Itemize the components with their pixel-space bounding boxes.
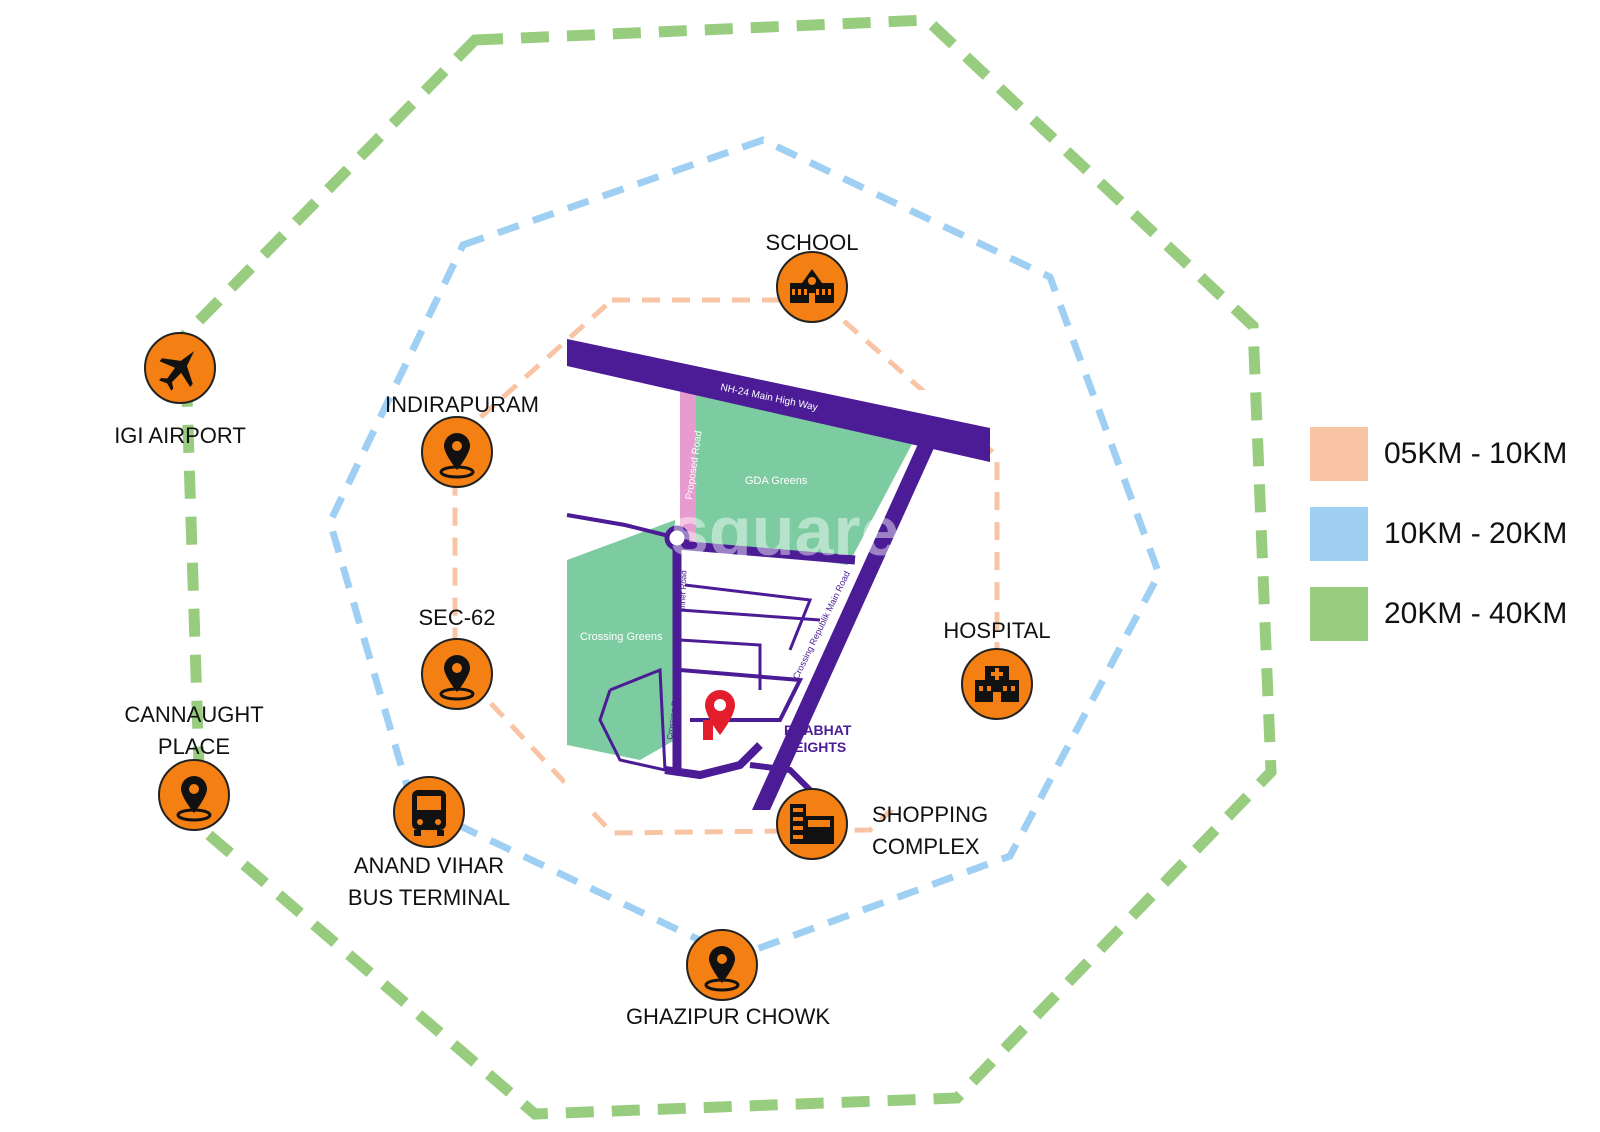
- main-road: [752, 444, 934, 810]
- hospital-icon: [975, 666, 1019, 702]
- legend-item-05-10km: 05KM - 10KM: [1310, 425, 1600, 483]
- connector-road: [664, 742, 763, 780]
- place-label: CANNAUGHT: [124, 702, 263, 727]
- watermark: square: [670, 492, 900, 570]
- place-label: INDIRAPURAM: [385, 392, 539, 417]
- roundabout: [664, 525, 690, 551]
- crossing-greens-label: Crossing Greens: [580, 631, 663, 643]
- place-label: SEC-62: [418, 605, 495, 630]
- place-marker: SHOPPING COMPLEX: [776, 788, 988, 860]
- place-label: IGI AIRPORT: [114, 423, 246, 448]
- location-pin-icon: [439, 655, 475, 701]
- place-marker: GHAZIPUR CHOWK: [626, 929, 830, 1029]
- place-label: GHAZIPUR CHOWK: [626, 1004, 830, 1029]
- place-marker: IGI AIRPORT: [114, 332, 246, 448]
- cross-road: [676, 540, 856, 565]
- proposed-road: [680, 392, 696, 542]
- local-street: [679, 668, 804, 722]
- local-street: [679, 638, 762, 690]
- place-label: SHOPPING: [872, 802, 988, 827]
- place-label: BUS TERMINAL: [348, 885, 510, 910]
- local-street: [679, 608, 821, 622]
- inner-road-label: Inner Road: [678, 570, 688, 610]
- ring-05-10km: [452, 297, 1000, 836]
- legend-label: 05KM - 10KM: [1384, 437, 1568, 470]
- airplane-icon: [159, 351, 195, 391]
- legend-item-20-40km: 20KM - 40KM: [1310, 585, 1600, 643]
- legend-item-10-20km: 10KM - 20KM: [1310, 505, 1600, 563]
- project-name-line1: PRABHAT: [784, 722, 852, 738]
- ring-10-20km: [326, 136, 1163, 961]
- place-label: SCHOOL: [766, 230, 859, 255]
- project-location-pin: [703, 690, 735, 740]
- ring-20-40km: [179, 14, 1277, 1120]
- legend-swatch: [1310, 427, 1368, 481]
- cross-road: [566, 513, 678, 540]
- nh24-highway: [567, 339, 990, 462]
- location-pin-icon: [704, 946, 740, 992]
- local-street: [598, 667, 667, 772]
- place-label: COMPLEX: [872, 834, 980, 859]
- place-label: HOSPITAL: [943, 618, 1050, 643]
- distance-legend: 05KM - 10KM 10KM - 20KM 20KM - 40KM: [1310, 425, 1600, 665]
- bus-icon: [412, 790, 446, 836]
- place-marker: SCHOOL: [766, 230, 859, 323]
- gda-greens-label: GDA Greens: [745, 475, 808, 487]
- legend-swatch: [1310, 507, 1368, 561]
- place-label: PLACE: [158, 734, 230, 759]
- place-label: ANAND VIHAR: [354, 853, 504, 878]
- legend-swatch: [1310, 587, 1368, 641]
- gda-greens-area: [688, 394, 912, 565]
- legend-label: 10KM - 20KM: [1384, 517, 1568, 550]
- place-marker: HOSPITAL: [943, 618, 1051, 720]
- mall-icon: [790, 804, 834, 844]
- place-marker: SEC-62: [418, 605, 496, 710]
- place-marker: CANNAUGHT PLACE: [124, 702, 264, 831]
- school-icon: [790, 269, 834, 303]
- place-marker: INDIRAPURAM: [385, 392, 539, 488]
- location-pin-icon: [439, 433, 475, 479]
- place-marker: ANAND VIHAR BUS TERMINAL: [348, 776, 510, 910]
- legend-label: 20KM - 40KM: [1384, 597, 1568, 630]
- site-map: NH-24 Main High Way GDA Greens Crossing …: [565, 339, 990, 810]
- project-name-line2: HEIGHTS: [784, 739, 846, 755]
- location-pin-icon: [176, 776, 212, 822]
- crossing-greens-area: [567, 520, 680, 760]
- local-street: [684, 583, 813, 651]
